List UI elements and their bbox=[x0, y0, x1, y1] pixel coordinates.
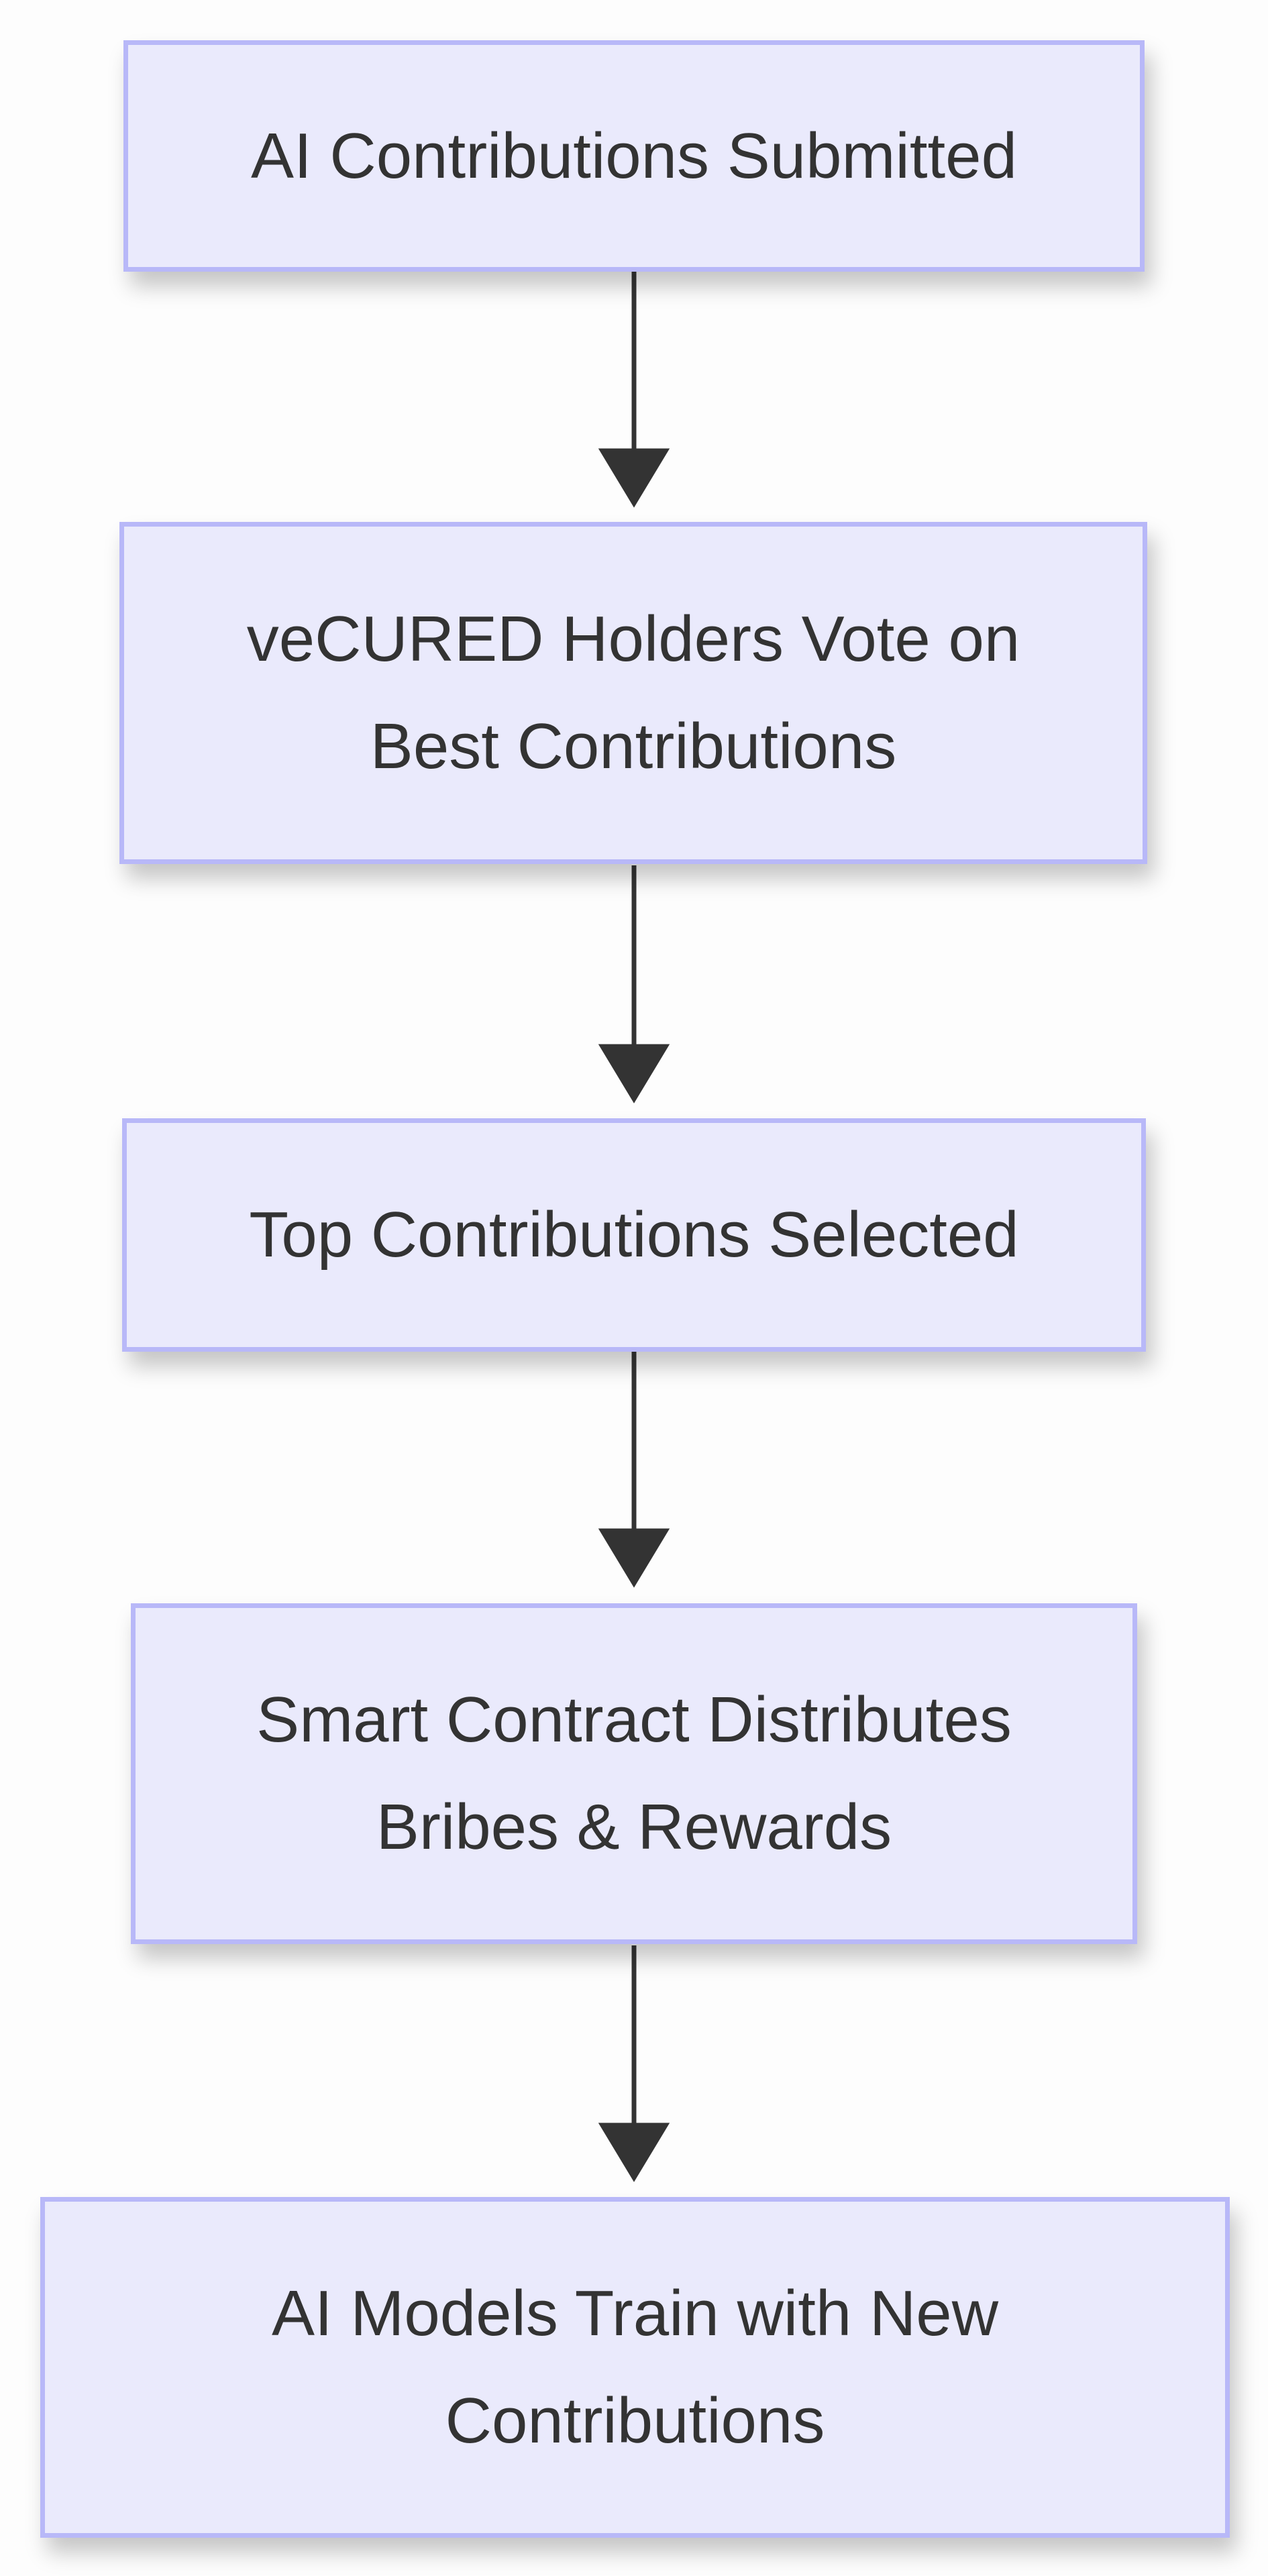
node-smart-contract-distributes: Smart Contract Distributes Bribes & Rewa… bbox=[131, 1603, 1137, 1944]
arrowhead-icon bbox=[598, 1528, 670, 1588]
node-top-contributions-selected: Top Contributions Selected bbox=[122, 1118, 1146, 1352]
arrowhead-icon bbox=[598, 2123, 670, 2182]
node-label: Smart Contract Distributes Bribes & Rewa… bbox=[256, 1684, 1012, 1863]
node-label: AI Contributions Submitted bbox=[251, 119, 1017, 192]
node-ai-contributions-submitted: AI Contributions Submitted bbox=[123, 40, 1145, 272]
node-label: Top Contributions Selected bbox=[249, 1199, 1019, 1271]
node-ai-models-train: AI Models Train with New Contributions bbox=[40, 2197, 1230, 2538]
node-vecured-holders-vote: veCURED Holders Vote on Best Contributio… bbox=[119, 522, 1147, 864]
node-label: AI Models Train with New Contributions bbox=[271, 2277, 999, 2457]
arrowhead-icon bbox=[598, 448, 670, 508]
arrowhead-icon bbox=[598, 1044, 670, 1104]
node-label: veCURED Holders Vote on Best Contributio… bbox=[246, 603, 1020, 782]
